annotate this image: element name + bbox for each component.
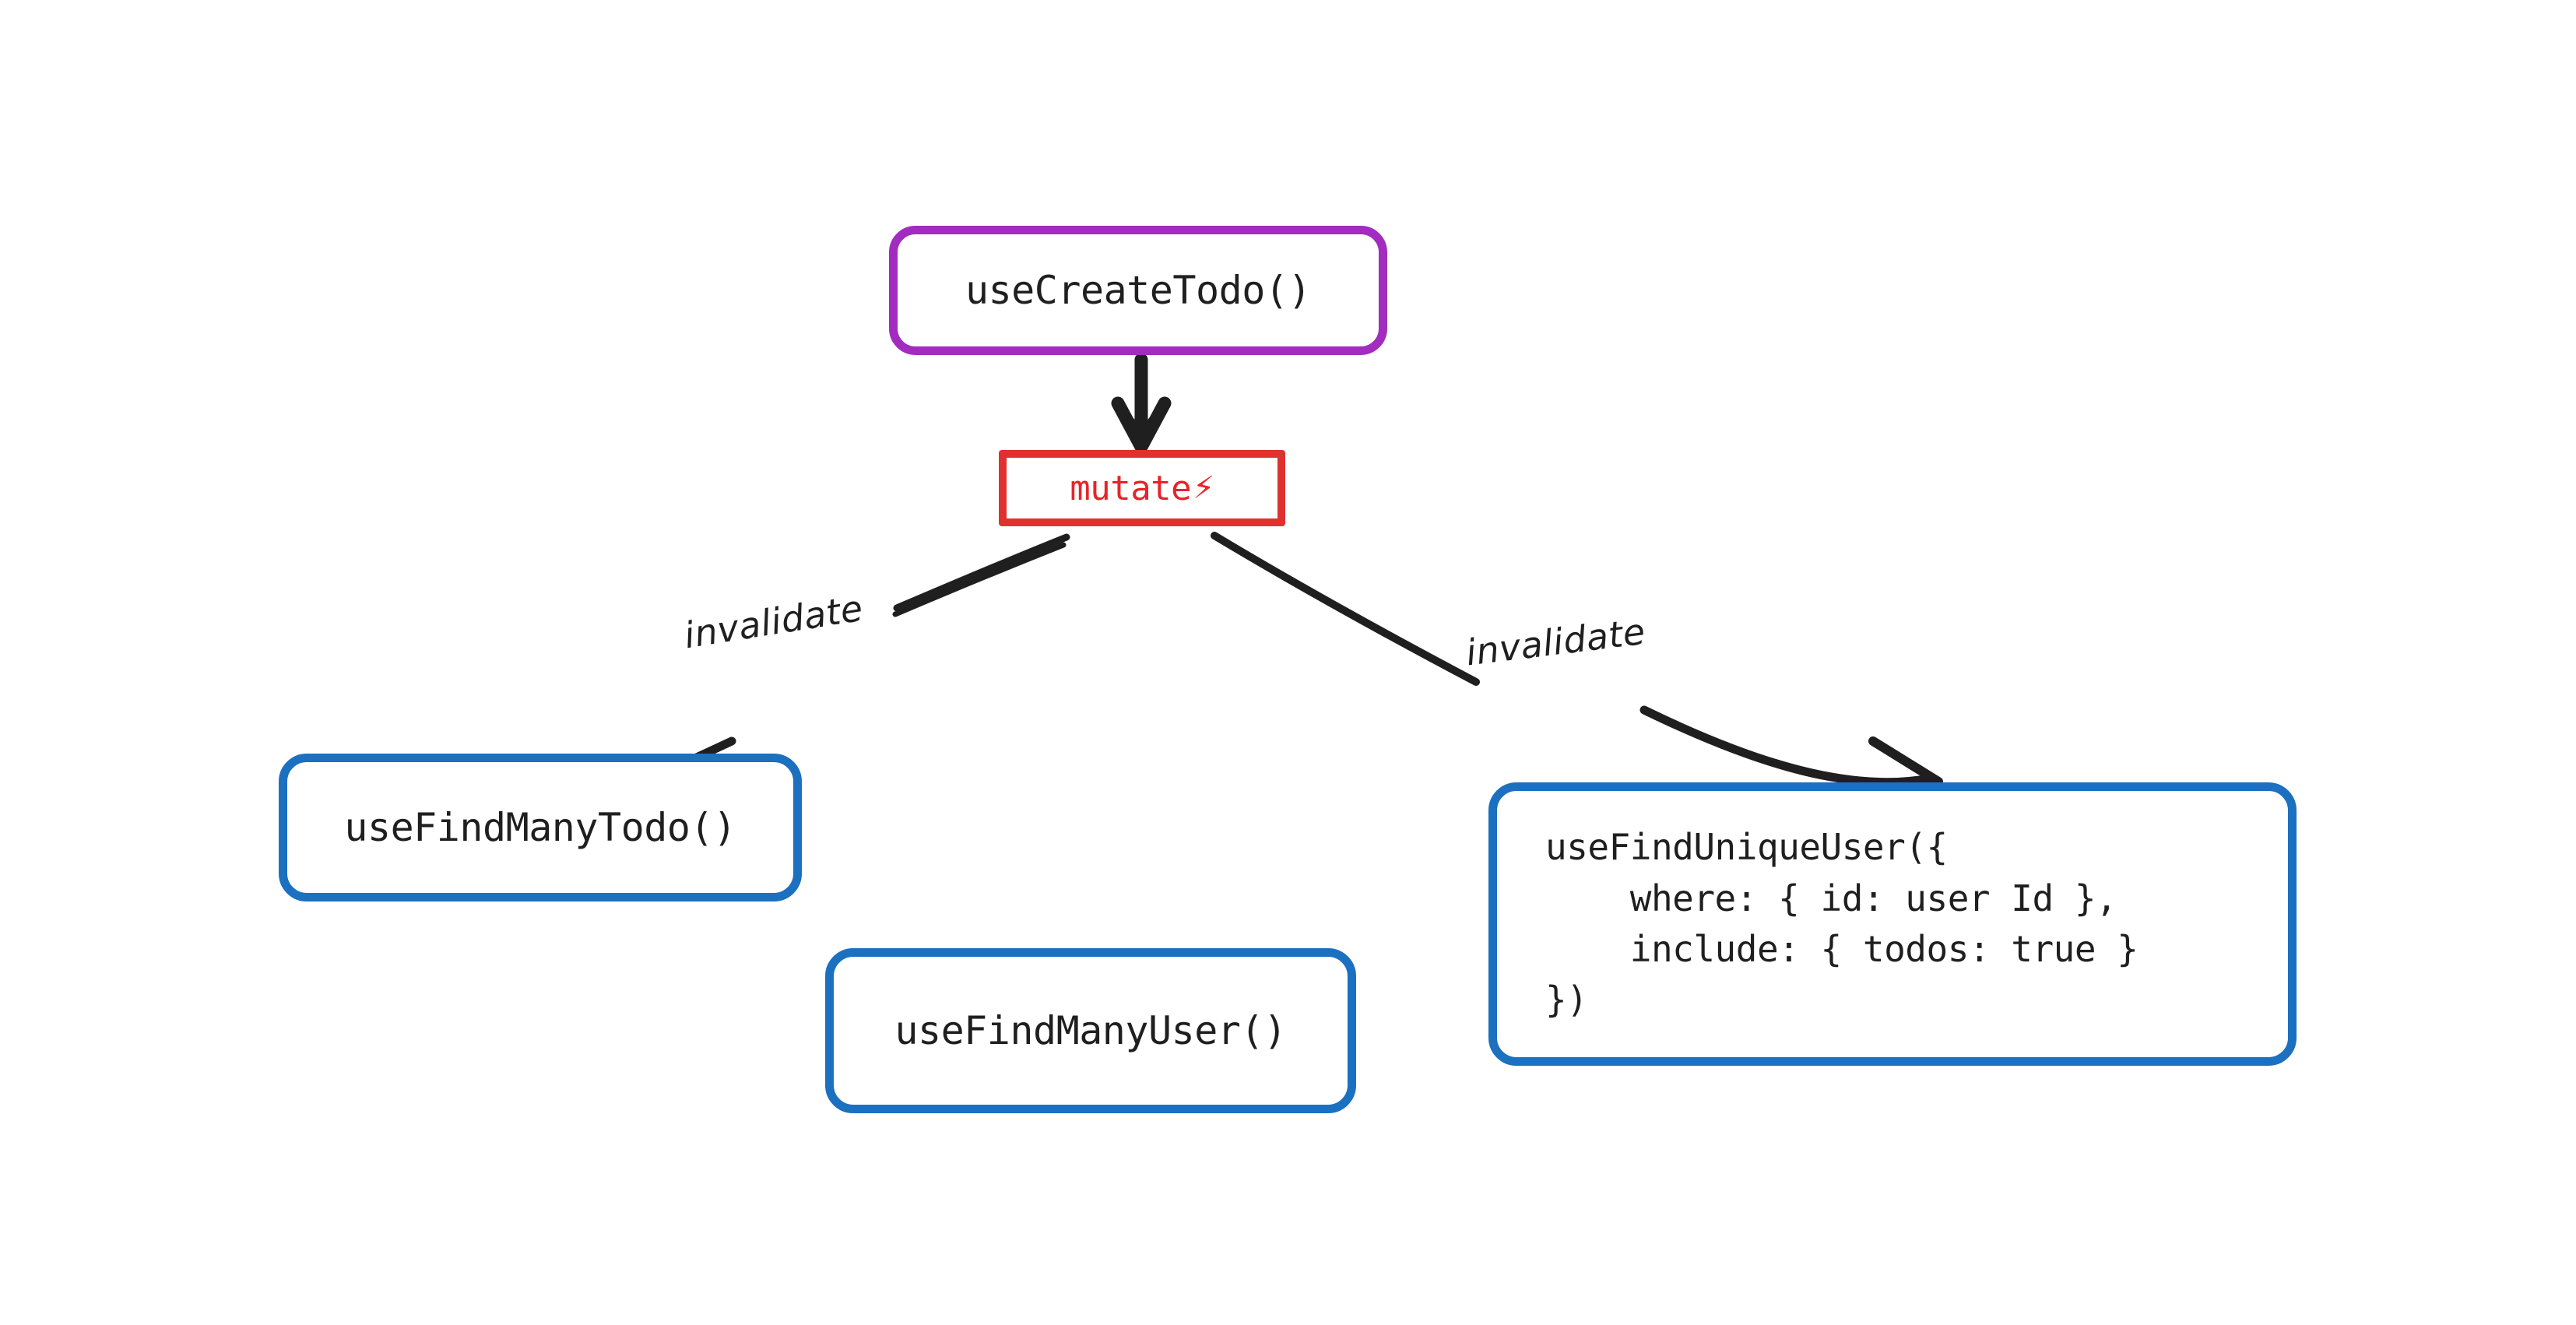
node-use-find-many-todo[interactable]: useFindManyTodo() (279, 754, 802, 901)
lightning-bolt-icon: ⚡ (1193, 470, 1214, 506)
node-use-find-many-todo-label: useFindManyTodo() (344, 805, 736, 850)
node-use-create-todo[interactable]: useCreateTodo() (889, 226, 1387, 355)
node-use-find-many-user-label: useFindManyUser() (894, 1008, 1287, 1053)
node-mutate-label: mutate (1070, 468, 1192, 508)
edge-create-to-mutate (1111, 353, 1172, 454)
edge-label-invalidate-right: invalidate (1464, 610, 1648, 674)
node-mutate[interactable]: mutate⚡ (999, 450, 1285, 526)
edge-mutate-to-find-unique-user (1211, 532, 1943, 802)
node-use-find-many-user[interactable]: useFindManyUser() (825, 948, 1356, 1113)
node-use-create-todo-label: useCreateTodo() (965, 268, 1312, 313)
edge-label-invalidate-left: invalidate (681, 586, 866, 657)
node-use-find-unique-user-code: useFindUniqueUser({ where: { id: user Id… (1545, 826, 2138, 1021)
node-use-find-unique-user[interactable]: useFindUniqueUser({ where: { id: user Id… (1488, 782, 2297, 1066)
